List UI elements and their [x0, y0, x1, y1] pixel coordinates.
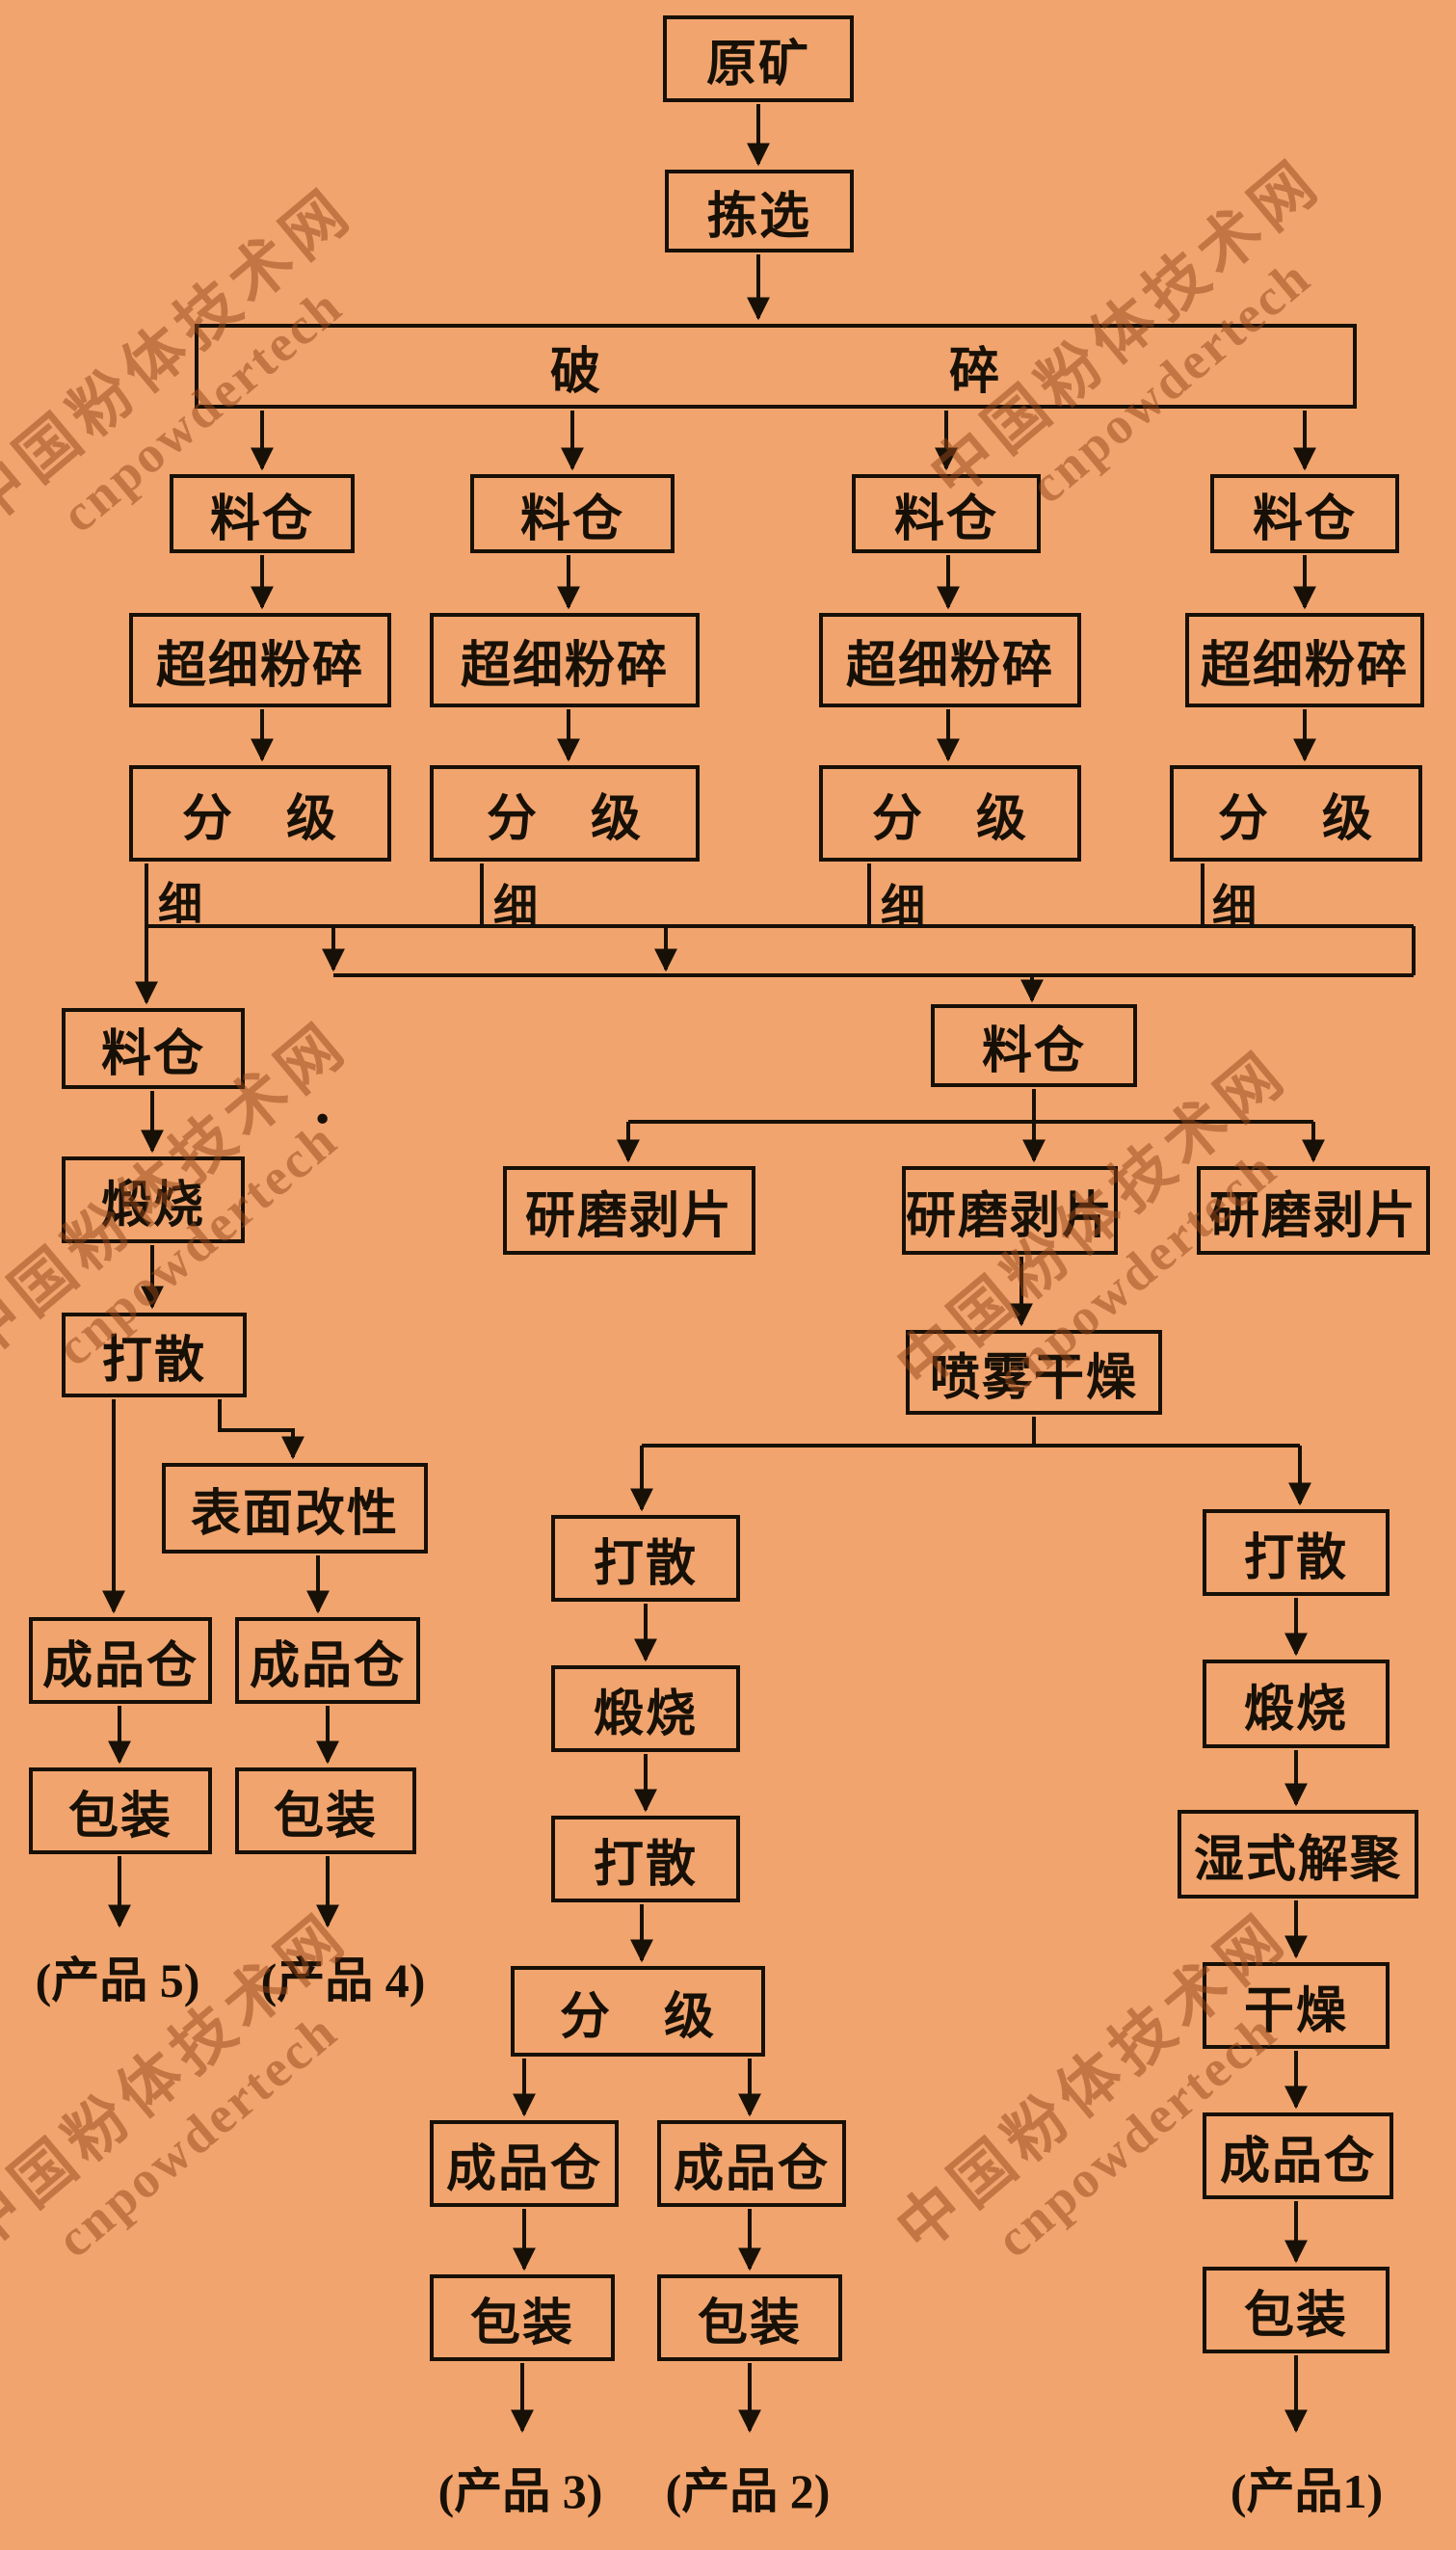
node-classify-5: 分 级: [511, 1966, 765, 2057]
node-product-bin-4: 成品仓: [235, 1617, 420, 1704]
node-dry: 干燥: [1203, 1962, 1390, 2049]
node-ultrafine-4: 超细粉碎: [1185, 613, 1424, 707]
node-classify-3: 分 级: [819, 765, 1081, 862]
node-calcine-mid: 煅烧: [551, 1665, 740, 1752]
node-wet-depolymerize: 湿式解聚: [1178, 1810, 1418, 1899]
node-packing-1: 包装: [1203, 2267, 1390, 2353]
node-grind-flake-1: 研磨剥片: [503, 1166, 755, 1255]
label-fine-2: 细: [493, 882, 538, 931]
node-product-bin-2: 成品仓: [657, 2120, 846, 2207]
node-crushing-label-left: 破: [549, 344, 602, 400]
node-classify-4: 分 级: [1170, 765, 1422, 862]
stray-dot: ·: [312, 1084, 333, 1153]
node-ultrafine-3: 超细粉碎: [819, 613, 1081, 707]
node-surface-modification: 表面改性: [162, 1463, 428, 1554]
node-bin-2: 料仓: [470, 474, 675, 553]
node-sorting: 拣选: [665, 170, 854, 252]
node-disperse-mid-1: 打散: [551, 1515, 740, 1602]
node-grind-flake-2: 研磨剥片: [902, 1166, 1118, 1255]
node-disperse-mid-2: 打散: [551, 1816, 740, 1902]
node-packing-2: 包装: [657, 2274, 842, 2361]
node-disperse-left: 打散: [62, 1313, 247, 1397]
node-spray-dry: 喷雾干燥: [906, 1330, 1162, 1415]
node-product-bin-3: 成品仓: [430, 2120, 619, 2207]
node-bin-1: 料仓: [170, 474, 355, 553]
node-bin-3: 料仓: [852, 474, 1041, 553]
node-packing-4: 包装: [235, 1767, 416, 1854]
node-crushing: 破 碎: [195, 324, 1357, 409]
node-packing-3: 包装: [430, 2274, 615, 2361]
label-product-1: (产品1): [1230, 2464, 1384, 2518]
label-product-5: (产品 5): [35, 1953, 200, 2007]
node-crushing-label-right: 碎: [949, 344, 1002, 400]
node-bin-left: 料仓: [62, 1008, 245, 1089]
node-packing-5: 包装: [29, 1767, 212, 1854]
node-ultrafine-1: 超细粉碎: [129, 613, 391, 707]
label-fine-4: 细: [1212, 882, 1257, 931]
node-bin-right: 料仓: [931, 1004, 1137, 1087]
label-product-4: (产品 4): [260, 1953, 426, 2007]
node-classify-1: 分 级: [129, 765, 391, 862]
label-fine-1: 细: [158, 880, 202, 929]
label-product-3: (产品 3): [437, 2464, 603, 2518]
node-calcine-right: 煅烧: [1203, 1660, 1390, 1748]
node-product-bin-5: 成品仓: [29, 1617, 212, 1704]
node-bin-4: 料仓: [1210, 474, 1399, 553]
label-fine-3: 细: [881, 882, 925, 931]
label-product-2: (产品 2): [665, 2464, 831, 2518]
node-ultrafine-2: 超细粉碎: [430, 613, 700, 707]
node-raw-ore: 原矿: [663, 15, 854, 102]
node-classify-2: 分 级: [430, 765, 700, 862]
node-product-bin-1: 成品仓: [1203, 2112, 1393, 2199]
node-calcine-left: 煅烧: [62, 1156, 245, 1243]
node-disperse-right: 打散: [1203, 1509, 1390, 1596]
node-grind-flake-3: 研磨剥片: [1197, 1166, 1430, 1255]
